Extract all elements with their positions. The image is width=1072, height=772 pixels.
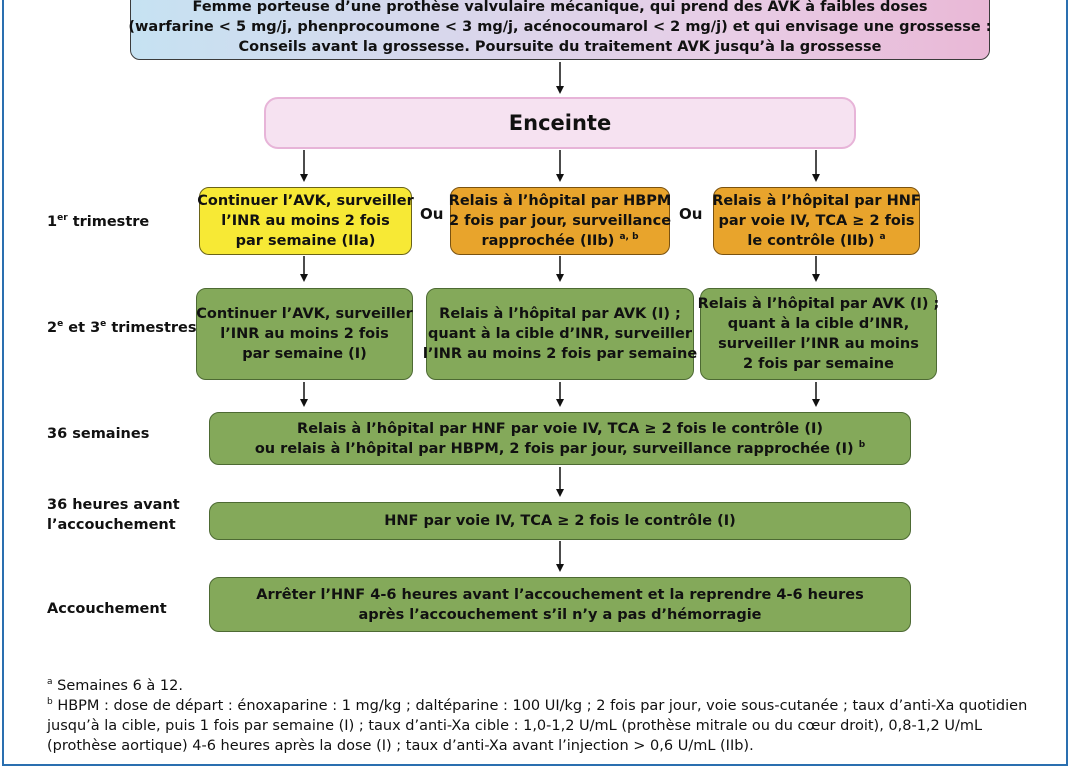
top-box-line-2: (warfarine < 5 mg/j, phenprocoumone < 3 … [128,19,992,35]
footnote-a: a Semaines 6 à 12. [47,677,183,695]
stage-label-36-hours: 36 heures avant l’accouchement [47,497,180,533]
enceinte-box: Enceinte [264,97,856,149]
w36-box: Relais à l’hôpital par HNF par voie IV, … [209,412,911,465]
or-label-2: Ou [679,205,703,223]
t23-continue-avk-box: Continuer l’AVK, surveiller l’INR au moi… [196,288,413,380]
delivery-box: Arrêter l’HNF 4-6 heures avant l’accouch… [209,577,911,632]
h36-box: HNF par voie IV, TCA ≥ 2 fois le contrôl… [209,502,911,540]
top-context-box: Femme porteuse d’une prothèse valvulaire… [128,0,992,60]
top-box-line-3: Conseils avant la grossesse. Poursuite d… [238,39,882,55]
top-box-line-1: Femme porteuse d’une prothèse valvulaire… [192,0,928,15]
stage-label-second-third-trimesters: 2e et 3e trimestres [47,319,197,337]
stage-label-36-weeks: 36 semaines [47,426,150,442]
t23-hospital-avk-box-right: Relais à l’hôpital par AVK (I) ; quant à… [698,288,939,380]
enceinte-label: Enceinte [508,111,612,135]
or-label-1: Ou [420,205,444,223]
stage-label-delivery: Accouchement [47,601,167,617]
t23-hospital-avk-box: Relais à l’hôpital par AVK (I) ; quant à… [423,288,697,380]
footnote-b: b HBPM : dose de départ : énoxaparine : … [47,697,1028,755]
t1-hnf-box: Relais à l’hôpital par HNF par voie IV, … [712,187,921,255]
t1-continue-avk-box: Continuer l’AVK, surveiller l’INR au moi… [197,187,414,255]
t1-hbpm-box: Relais à l’hôpital par HBPM 2 fois par j… [449,187,671,255]
stage-label-first-trimester: 1er trimestre [47,213,150,231]
